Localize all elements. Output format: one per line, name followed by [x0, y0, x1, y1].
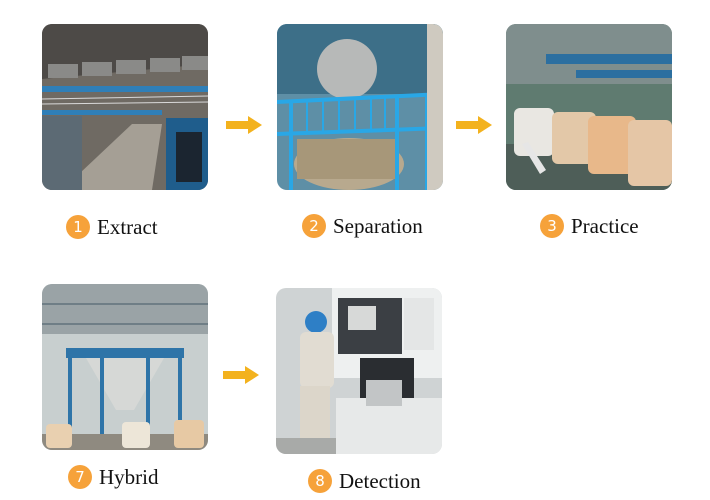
- bagged-product-warehouse-photo: [506, 24, 672, 190]
- arrow-right-icon: [226, 116, 262, 134]
- lab-detection-photo: [276, 288, 442, 454]
- step-extract: 1 Extract: [66, 212, 158, 242]
- photo-practice: [506, 24, 672, 190]
- photo-separation: [277, 24, 443, 190]
- step-number-badge: 7: [68, 465, 92, 489]
- step-label: Practice: [571, 213, 639, 238]
- step-label: Separation: [333, 213, 423, 238]
- arrow-right-icon: [456, 116, 492, 134]
- mixing-hopper-photo: [42, 284, 208, 450]
- step-number-badge: 8: [308, 469, 332, 493]
- step-detection: 8 Detection: [308, 466, 421, 496]
- arrow-right-icon: [223, 366, 259, 384]
- step-label: Extract: [97, 214, 158, 239]
- step-separation: 2 Separation: [302, 211, 423, 241]
- step-number-badge: 1: [66, 215, 90, 239]
- step-label: Detection: [339, 468, 421, 493]
- photo-extract: [42, 24, 208, 190]
- step-practice: 3 Practice: [540, 211, 639, 241]
- step-number-badge: 2: [302, 214, 326, 238]
- step-label: Hybrid: [99, 464, 159, 489]
- step-hybrid: 7 Hybrid: [68, 462, 159, 492]
- separation-equipment-photo: [277, 24, 443, 190]
- photo-hybrid: [42, 284, 208, 450]
- step-number-badge: 3: [540, 214, 564, 238]
- photo-detection: [276, 288, 442, 454]
- extraction-plant-photo: [42, 24, 208, 190]
